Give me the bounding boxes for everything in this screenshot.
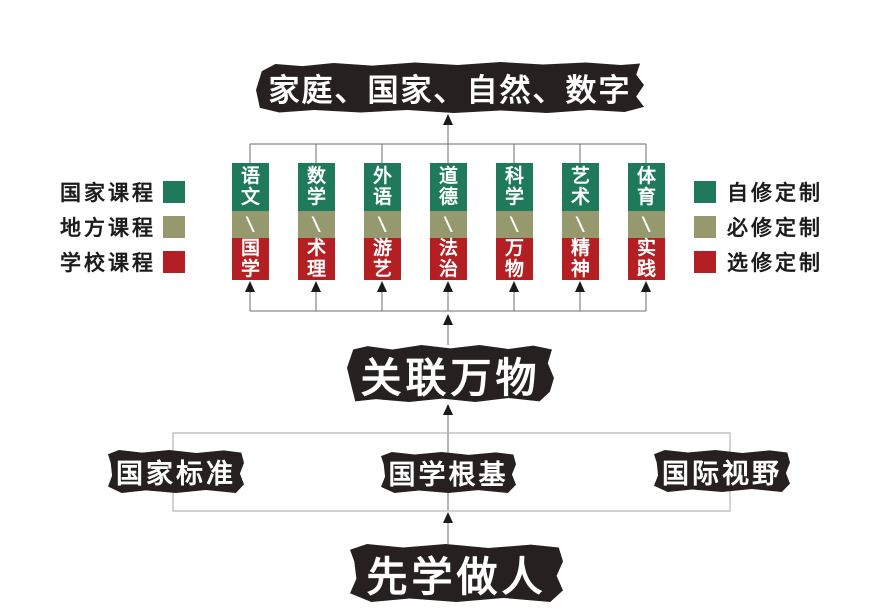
foundation-box: 国际视野 bbox=[654, 450, 790, 492]
column-char: 治 bbox=[438, 259, 458, 280]
column-separator: \ bbox=[642, 212, 651, 237]
column-char: 术 bbox=[306, 238, 326, 259]
legend-label: 地方课程 bbox=[60, 215, 156, 240]
column-char: 道 bbox=[438, 166, 458, 187]
column-segment-local: \ bbox=[232, 211, 269, 238]
column-char: 语 bbox=[372, 187, 392, 208]
column-segment-national: 外语 bbox=[364, 163, 401, 211]
column-segment-national: 数学 bbox=[298, 163, 335, 211]
subject-column: 科学\万物 bbox=[496, 163, 533, 280]
column-segment-local: \ bbox=[298, 211, 335, 238]
column-segment-national: 艺术 bbox=[562, 163, 599, 211]
column-char: 学 bbox=[504, 187, 524, 208]
legend-color-swatch bbox=[163, 215, 185, 238]
legend-label: 学校课程 bbox=[60, 250, 156, 275]
column-segment-local: \ bbox=[628, 211, 665, 238]
legend-color-swatch bbox=[694, 250, 716, 273]
column-char: 德 bbox=[438, 187, 458, 208]
column-char: 游 bbox=[372, 238, 392, 259]
legend-row: 选修定制 bbox=[694, 250, 823, 275]
column-char: 语 bbox=[240, 166, 260, 187]
column-segment-national: 道德 bbox=[430, 163, 467, 211]
legend-color-swatch bbox=[163, 250, 185, 273]
column-segment-national: 科学 bbox=[496, 163, 533, 211]
column-char: 术 bbox=[570, 187, 590, 208]
legend-label: 国家课程 bbox=[60, 180, 156, 205]
column-char: 学 bbox=[306, 187, 326, 208]
subject-column: 语文\国学 bbox=[232, 163, 269, 280]
legend-row: 地方课程 bbox=[60, 215, 185, 240]
legend-label: 必修定制 bbox=[727, 215, 823, 240]
column-char: 神 bbox=[570, 259, 590, 280]
foundation-box-label: 国际视野 bbox=[662, 458, 782, 489]
column-segment-local: \ bbox=[496, 211, 533, 238]
subject-column: 道德\法治 bbox=[430, 163, 467, 280]
column-segment-local: \ bbox=[562, 211, 599, 238]
column-segment-school: 游艺 bbox=[364, 238, 401, 280]
legend-right: 自修定制必修定制选修定制 bbox=[694, 180, 823, 285]
subject-column: 数学\术理 bbox=[298, 163, 335, 280]
column-segment-national: 语文 bbox=[232, 163, 269, 211]
subject-column: 艺术\精神 bbox=[562, 163, 599, 280]
column-separator: \ bbox=[576, 212, 585, 237]
column-segment-school: 万物 bbox=[496, 238, 533, 280]
legend-label: 自修定制 bbox=[727, 180, 823, 205]
middle-banner-text: 关联万物 bbox=[360, 354, 541, 401]
column-char: 艺 bbox=[372, 259, 392, 280]
legend-color-swatch bbox=[694, 215, 716, 238]
column-char: 物 bbox=[504, 259, 524, 280]
column-separator: \ bbox=[444, 212, 453, 237]
subject-column: 外语\游艺 bbox=[364, 163, 401, 280]
column-segment-school: 国学 bbox=[232, 238, 269, 280]
legend-label: 选修定制 bbox=[727, 250, 823, 275]
column-char: 学 bbox=[240, 259, 260, 280]
column-separator: \ bbox=[378, 212, 387, 237]
column-char: 万 bbox=[504, 238, 524, 259]
subject-column: 体育\实践 bbox=[628, 163, 665, 280]
top-banner: 家庭、国家、自然、数字 bbox=[256, 62, 644, 113]
column-char: 体 bbox=[636, 166, 656, 187]
column-char: 实 bbox=[636, 238, 656, 259]
legend-row: 自修定制 bbox=[694, 180, 823, 205]
foundation-box: 国家标准 bbox=[108, 450, 244, 493]
column-segment-school: 法治 bbox=[430, 238, 467, 280]
column-char: 国 bbox=[240, 238, 260, 259]
column-segment-national: 体育 bbox=[628, 163, 665, 211]
column-char: 法 bbox=[438, 238, 458, 259]
column-char: 育 bbox=[636, 187, 656, 208]
column-char: 理 bbox=[306, 259, 326, 280]
column-char: 文 bbox=[240, 187, 260, 208]
foundation-box-label: 国家标准 bbox=[116, 459, 236, 489]
middle-banner: 关联万物 bbox=[347, 345, 554, 402]
legend-color-swatch bbox=[694, 180, 716, 203]
column-segment-school: 精神 bbox=[562, 238, 599, 280]
column-char: 践 bbox=[636, 259, 656, 280]
column-char: 科 bbox=[504, 166, 524, 187]
legend-row: 必修定制 bbox=[694, 215, 823, 240]
legend-row: 学校课程 bbox=[60, 250, 185, 275]
column-separator: \ bbox=[246, 212, 255, 237]
column-segment-local: \ bbox=[430, 211, 467, 238]
bottom-banner: 先学做人 bbox=[350, 544, 563, 602]
column-segment-local: \ bbox=[364, 211, 401, 238]
column-separator: \ bbox=[510, 212, 519, 237]
legend-row: 国家课程 bbox=[60, 180, 185, 205]
foundation-box: 国学根基 bbox=[381, 452, 516, 493]
column-char: 数 bbox=[306, 166, 326, 187]
column-separator: \ bbox=[312, 212, 321, 237]
column-segment-school: 术理 bbox=[298, 238, 335, 280]
column-char: 艺 bbox=[570, 166, 590, 187]
legend-color-swatch bbox=[163, 180, 185, 203]
bottom-banner-text: 先学做人 bbox=[366, 554, 547, 600]
column-segment-school: 实践 bbox=[628, 238, 665, 280]
column-char: 外 bbox=[372, 166, 392, 187]
top-banner-text: 家庭、国家、自然、数字 bbox=[268, 73, 632, 108]
legend-left: 国家课程地方课程学校课程 bbox=[60, 180, 185, 285]
column-char: 精 bbox=[570, 238, 590, 259]
foundation-box-label: 国学根基 bbox=[388, 460, 509, 490]
